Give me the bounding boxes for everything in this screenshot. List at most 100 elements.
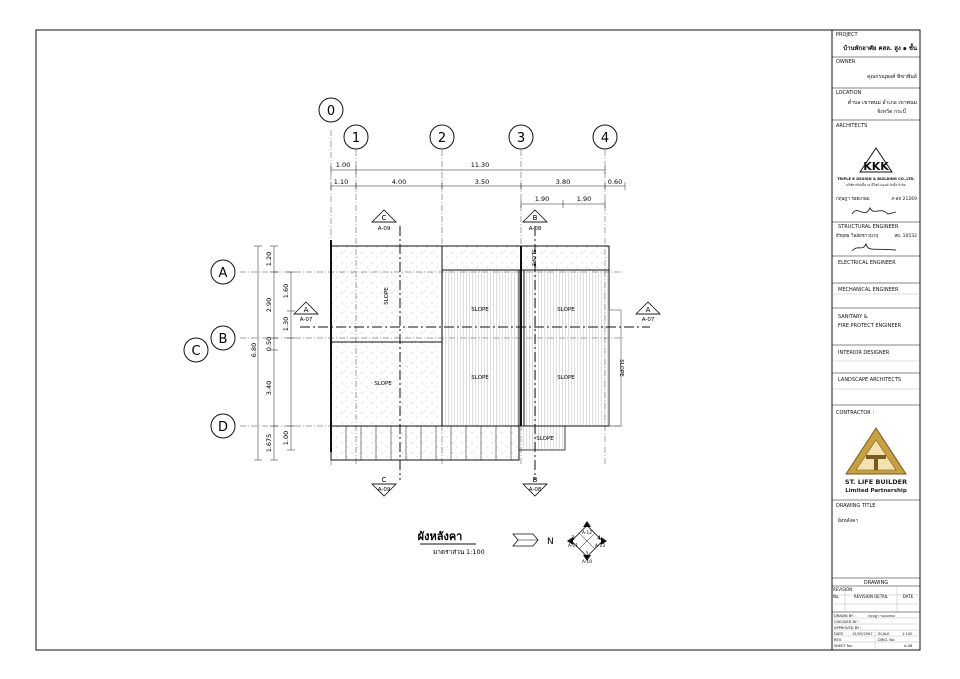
axis-bubble-4: 4 [592,124,618,150]
dim-left-6: 1.60 [282,284,290,298]
dim-left-4: 3.40 [265,381,273,395]
axis-bubble-3: 3 [508,124,534,150]
roof-plan: 0 1 2 3 4 A B C [183,97,661,565]
dim-top-5: 3.50 [475,178,489,186]
struct-person: ธีรยุทธ วิลลัยชาวนาฤ [836,233,879,239]
date-value: 15/05/2567 [852,632,873,636]
carport-rafters [345,426,512,460]
location-label: LOCATION [836,90,862,96]
struct-license: สย. 10532 [894,233,917,239]
dim-left-2: 2.90 [265,298,273,312]
dim-left-3: 0.50 [265,337,273,351]
dim-left-8: 1.00 [282,431,290,445]
dim-left-7: 1.30 [282,317,290,331]
arch-license: ภ-สถ 21269 [891,196,917,202]
svg-text:A-07: A-07 [300,317,313,323]
slope-label: SLOPE [384,287,390,305]
dimensions-top [330,166,626,208]
firm-sub: บริษัท ทริปเปิ้ล เค ดีไซน์ แอนด์ บิวดิ้ง… [846,182,905,187]
section-marker-a-right: A A-07 [635,301,661,323]
slope-label: SLOPE [471,307,489,313]
svg-text:3: 3 [517,131,525,146]
dim-left-total: 6.80 [250,343,258,357]
contractor-name: ST. LIFE BUILDER [845,478,907,486]
dimensions-left [254,245,295,461]
section-marker-b-bottom: B A-08 [522,476,548,497]
dim-top-2: 11.30 [471,161,490,169]
contractor-label: CONTRACTOR : [836,410,874,416]
roof-panel-right [523,269,610,427]
dim-left-5: 1.675 [265,434,273,453]
axis-bubble-c: C [183,337,209,363]
dim-top-4: 4.00 [392,178,406,186]
axis-bubble-d: D [210,413,236,439]
svg-text:1: 1 [352,131,360,146]
svg-text:A: A [646,306,651,314]
section-marker-c-top: C A-09 [371,209,397,232]
dim-top-1: 1.00 [336,161,350,169]
drawing-title-value: ผังหลังคา [838,518,859,524]
svg-text:B: B [533,214,538,222]
dim-left-1: 1.20 [265,252,273,266]
drawing-label: DRAWING [864,580,888,586]
kkk-logo-icon: KKK [859,147,893,173]
project-value: บ้านพักอาศัย คสล. สูง ๑ ชั้น [843,42,918,53]
date-label: DATE [903,594,914,599]
svg-text:2: 2 [438,131,446,146]
axis-bubble-a: A [210,259,236,285]
svg-text:A: A [304,306,309,314]
revision-label: REVISION [833,587,852,592]
owner-value: คุณกรณุพงศ์ พิชาพันธ์ [867,73,917,80]
key-sheet: A-13 [595,543,605,549]
slope-label: SLOPE [557,307,575,313]
slope-label: SLOPE [530,249,536,267]
drawing-title-label: DRAWING TITLE [836,503,875,509]
landscape-label: LANDSCAPE ARCHITECTS [838,377,901,383]
project-label: PROJECT [836,32,859,38]
checked-by-label: CHECKED BY : [834,620,859,624]
architects-label: ARCHITECTS [836,123,867,129]
date-row-label: DATE [834,632,844,636]
rev-label: REV. [834,638,842,642]
svg-text:C: C [191,344,200,359]
dim-top-9: 1.90 [577,195,591,203]
drawn-by-label: DRAWN BY : [834,614,856,618]
svg-text:A: A [219,266,228,281]
slope-label: SLOPE [536,436,554,442]
engineer-signature-icon [851,242,897,252]
scale-row-label: SCALE [878,632,890,636]
no-label: No. [833,594,840,599]
drawn-by-value: กฤษฎา รอดเกษม [868,614,895,618]
revision-detail-label: REVISION DETAIL [854,594,889,599]
title-block: PROJECT บ้านพักอาศัย คสล. สูง ๑ ชั้น OWN… [831,29,921,651]
electrical-label: ELECTRICAL ENGINEER [838,260,896,266]
svg-text:B: B [533,476,538,484]
gutter-top [441,245,610,271]
small-roof-bottom [518,425,566,451]
section-marker-c-bottom: C A-09 [371,476,397,497]
svg-text:KKK: KKK [863,160,889,173]
svg-text:C: C [382,214,387,222]
key-sheet: A-12 [582,530,592,536]
approved-by-label: APPROVED BY : [834,626,862,630]
svg-text:0: 0 [327,104,335,119]
svg-text:A-08: A-08 [529,226,542,232]
slope-label: SLOPE [471,375,489,381]
axis-bubble-0: 0 [318,97,344,123]
sheet-no-value: A-06 [904,644,913,648]
key-number: 2 [571,535,575,542]
svg-text:A-09: A-09 [378,226,391,232]
scale-row-value: 1:100 [902,632,913,636]
key-sheet: A-10 [582,559,592,565]
axis-bubble-2: 2 [429,124,455,150]
svg-text:A-08: A-08 [529,487,542,493]
section-marker-b-top: B A-08 [522,209,548,232]
sheet-no-label: SHEET No. [834,644,853,648]
key-number: 4 [597,535,601,542]
eave-edge-right [608,309,622,427]
scale-label: มาตราส่วน [433,548,465,556]
key-number: 1 [585,551,589,558]
key-sheet: A-11 [568,543,578,549]
arch-person: กฤษฎา รอดเกษม [836,196,870,202]
